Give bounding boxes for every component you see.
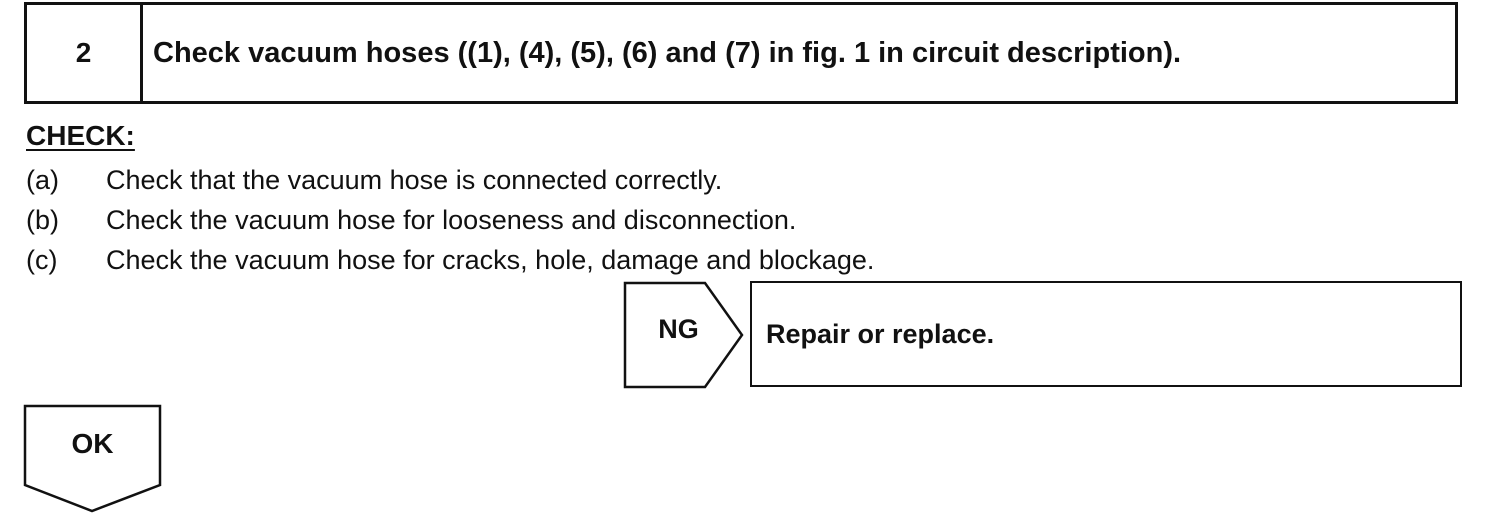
step-header-box: 2 Check vacuum hoses ((1), (4), (5), (6)… (24, 2, 1458, 104)
ng-arrow-shape (623, 281, 744, 389)
check-item-marker: (b) (26, 205, 59, 235)
check-item-a: (a) Check that the vacuum hose is connec… (26, 162, 874, 202)
check-item-marker: (a) (26, 165, 59, 195)
check-heading: CHECK: (26, 120, 135, 151)
check-item-c: (c) Check the vacuum hose for cracks, ho… (26, 242, 874, 282)
check-item-b: (b) Check the vacuum hose for looseness … (26, 202, 874, 242)
check-item-text: Check the vacuum hose for cracks, hole, … (106, 245, 875, 275)
step-title: Check vacuum hoses ((1), (4), (5), (6) a… (153, 36, 1182, 69)
step-number: 2 (27, 5, 143, 101)
check-list: (a) Check that the vacuum hose is connec… (26, 162, 874, 282)
ng-label: NG (658, 314, 699, 344)
check-item-text: Check the vacuum hose for looseness and … (106, 205, 797, 235)
check-item-text: Check that the vacuum hose is connected … (106, 165, 723, 195)
ok-arrow-shape (23, 404, 162, 513)
ng-result-text: Repair or replace. (766, 318, 995, 349)
ng-result-box: Repair or replace. (750, 281, 1462, 387)
check-item-marker: (c) (26, 245, 58, 275)
ok-label: OK (71, 428, 114, 459)
